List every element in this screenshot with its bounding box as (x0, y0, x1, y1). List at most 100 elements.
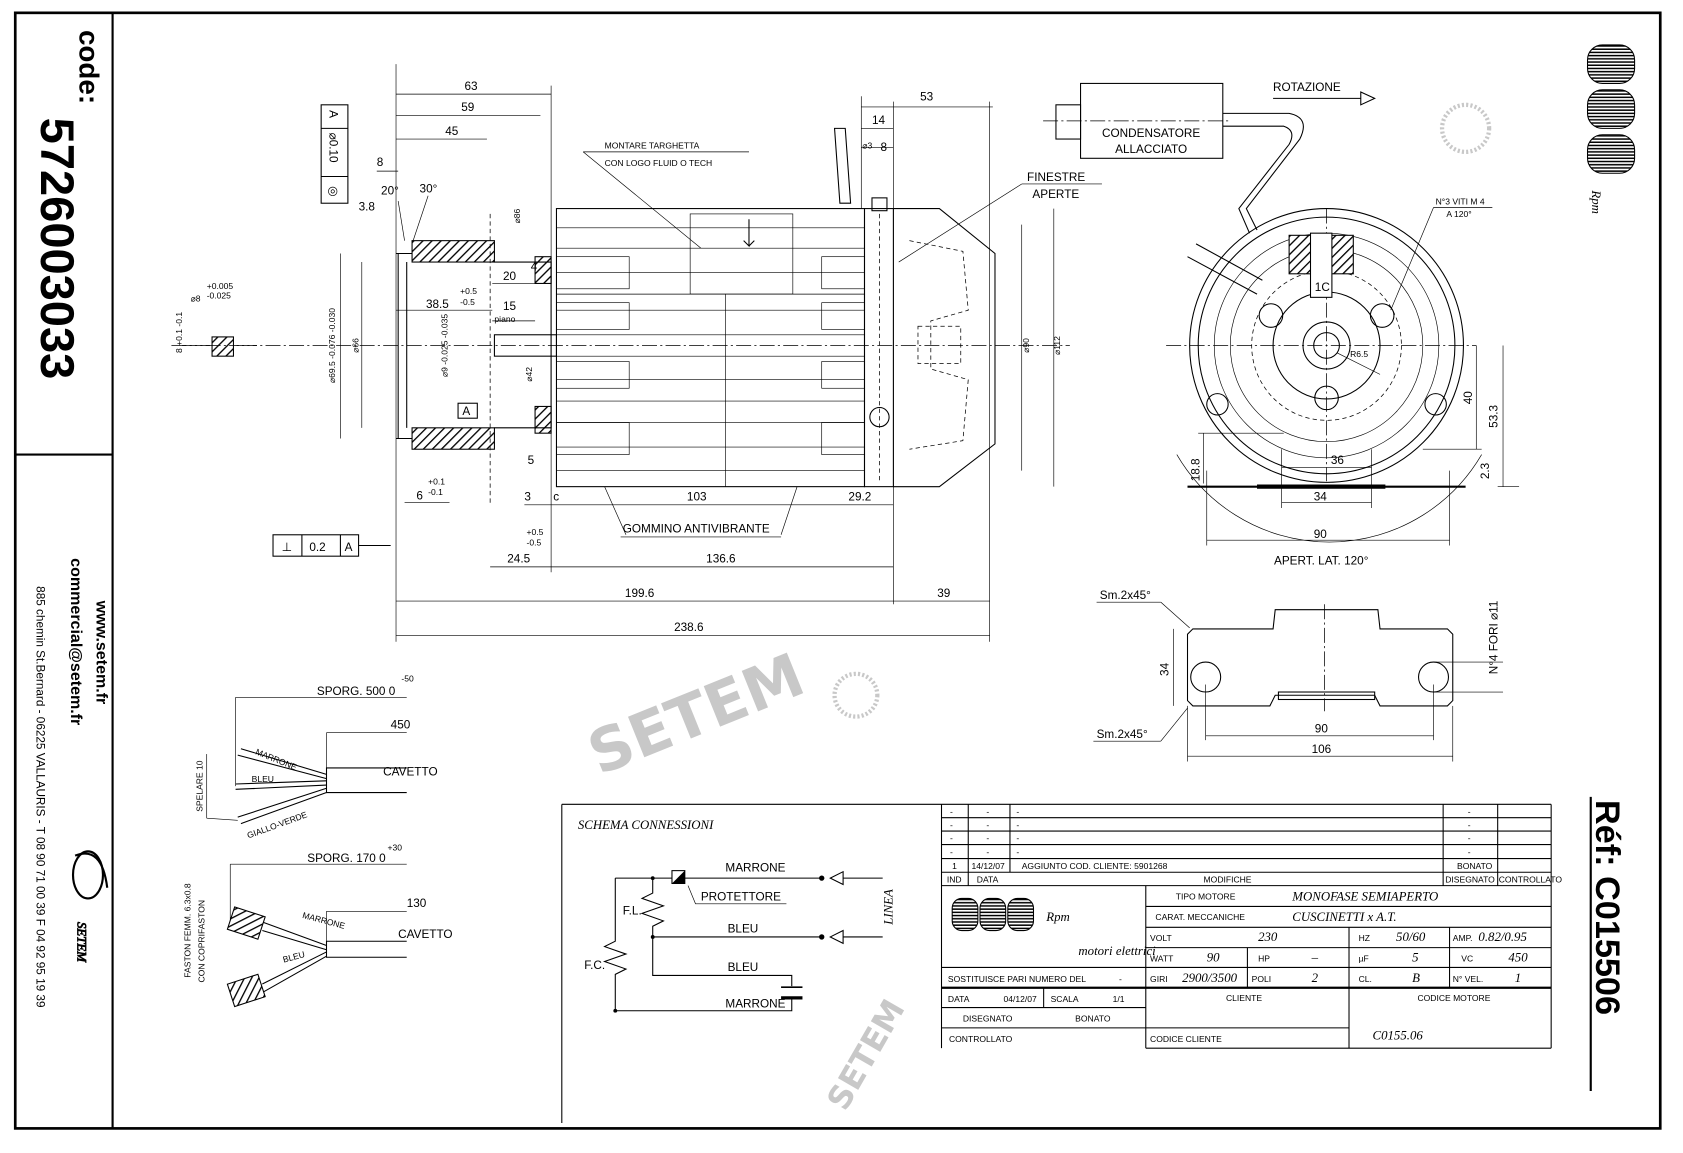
drawing-label: 2 (1312, 971, 1319, 985)
drawing-label: GOMMINO ANTIVIBRANTE (623, 523, 770, 536)
drawing-label: APERT. LAT. 120° (1274, 555, 1368, 568)
drawing-label: 8 (377, 156, 384, 169)
product-code: 5726003033 (31, 118, 84, 380)
title-block: - - - - - - - - - - - - - - - - 1 14/12/… (940, 803, 1563, 1049)
drawing-label: 38.5 (426, 298, 449, 311)
drawing-label: 0.2 (309, 541, 325, 554)
drawing-label: N°4 FORI ⌀11 (1488, 601, 1501, 675)
drawing-label: VOLT (1150, 933, 1172, 943)
rpm-logo: Rpm (1586, 44, 1636, 214)
drawing-label: 63 (464, 80, 478, 93)
drawing-label: ROTAZIONE (1273, 81, 1341, 94)
drawing-label: FASTON FEMM. 6.3x0.8 (183, 883, 193, 978)
drawing-label: 199.6 (625, 587, 655, 600)
drawing-label: 45 (445, 125, 459, 138)
drawing-label: R6.5 (1350, 349, 1368, 359)
drawing-label: 04/12/07 (1004, 994, 1038, 1004)
drawing-label: CAVETTO (398, 928, 452, 941)
drawing-label: -0.025 (207, 290, 231, 300)
drawing-label: 50/60 (1396, 930, 1426, 944)
drawing-label: -0.1 (428, 487, 443, 497)
drawing-label: CL. (1359, 974, 1372, 984)
drawing-label: - (1016, 847, 1019, 857)
drawing-label: CONTROLLATO (1499, 874, 1563, 884)
drawing-label: N° VEL. (1453, 974, 1484, 984)
drawing-label: CLIENTE (1226, 993, 1262, 1003)
left-panel: code: 5726003033 www.setem.fr commercial… (15, 12, 114, 1129)
drawing-label: MARRONE (725, 862, 785, 875)
drawing-label: Rpm (1045, 910, 1070, 924)
watermark-text: SETEM (819, 993, 912, 1117)
drawing-label: MONOFASE SEMIAPERTO (1291, 890, 1438, 904)
tolerance-frame-perpendicularity: ⊥ 0.2 A (272, 534, 391, 557)
drawing-label: N°3 VITI M 4 (1436, 196, 1485, 206)
drawing-label: MONTARE TARGHETTA (605, 141, 700, 151)
drawing-label: 106 (1312, 743, 1332, 756)
front-view: CONDENSATORE ALLACCIATO ROTAZIONE 1C R6.… (1043, 81, 1520, 568)
drawing-label: BLEU (728, 923, 759, 936)
drawing-label: ⌀69.5 -0.076 -0.030 (327, 308, 337, 383)
drawing-label: GIALLO-VERDE (246, 809, 309, 840)
drawing-label: 15 (503, 300, 517, 313)
drawing-label: 1/1 (1113, 994, 1125, 1004)
drawing-label: 5 (1412, 951, 1419, 965)
drawing-label: 1 (1515, 971, 1521, 985)
drawing-label: 3.8 (359, 201, 376, 214)
drawing-label: DATA (977, 874, 999, 884)
drawing-label: 90 (1315, 723, 1329, 736)
drawing-label: 30° (420, 183, 438, 196)
drawing-label: SPORG. 500 0 (317, 685, 396, 698)
drawing-label: MARRONE (254, 747, 299, 773)
drawing-label: 130 (407, 897, 427, 910)
wiring-top: SPORG. 500 0 -50 450 MARRONE BLEU GIALLO… (194, 673, 437, 840)
drawing-label: A 120° (1446, 209, 1471, 219)
drawing-label: 90 (1314, 528, 1328, 541)
drawing-label: CUSCINETTI x A.T. (1292, 910, 1396, 924)
drawing-label: APERTE (1032, 188, 1079, 201)
drawing-label: -0.5 (460, 297, 475, 307)
drawing-label: 14/12/07 (971, 861, 1005, 871)
drawing-label: - (986, 847, 989, 857)
drawing-label: - (1119, 974, 1122, 984)
drawing-label: 53.3 (1488, 404, 1501, 427)
drawing-label: +0.1 (428, 477, 445, 487)
drawing-label: SPELARE 10 (194, 760, 204, 812)
reference: Réf: C015506 (1588, 800, 1626, 1015)
drawing-label: 1 (952, 861, 957, 871)
drawing-label: BONATO (1457, 861, 1493, 871)
drawing-label: – (1311, 951, 1319, 965)
drawing-label: µF (1359, 954, 1369, 964)
drawing-label: ◎ (328, 185, 338, 198)
drawing-label: CODICE MOTORE (1417, 993, 1490, 1003)
drawing-label: ⌀3 (862, 141, 872, 151)
drawing-label: -50 (401, 673, 414, 683)
drawing-label: ⌀9 -0.025 -0.035 (439, 314, 449, 377)
drawing-label: 90 (1207, 951, 1220, 965)
drawing-label: CODICE CLIENTE (1150, 1034, 1222, 1044)
drawing-label: GIRI (1150, 974, 1168, 984)
drawing-label: A (462, 405, 470, 418)
drawing-label: VC (1461, 954, 1473, 964)
drawing-label: BLEU (728, 961, 759, 974)
drawing-label: 24.5 (507, 553, 530, 566)
drawing-label: ⌀42 (524, 367, 534, 382)
drawing-label: 20° (381, 185, 399, 198)
email: commercial@setem.fr (67, 558, 85, 725)
drawing-label: CONDENSATORE (1102, 127, 1200, 140)
drawing-label: ⊥ (282, 541, 292, 554)
sheet-border (13, 11, 1662, 1130)
drawing-label: 103 (687, 491, 707, 504)
drawing-label: 0.82/0.95 (1478, 930, 1527, 944)
base-plate: Sm.2x45° Sm.2x45° 34 90 106 N°4 FORI ⌀11 (1093, 589, 1504, 762)
drawing-label: - (1468, 833, 1471, 843)
drawing-label: CONTROLLATO (949, 1034, 1013, 1044)
drawing-label: HP (1258, 954, 1270, 964)
drawing-label: A (345, 541, 353, 554)
drawing-label: F.C. (584, 959, 605, 972)
drawing-label: - (950, 847, 953, 857)
wiring-bottom: SPORG. 170 0 +30 130 MARRONE BLEU CAVETT… (183, 842, 453, 1008)
drawing-label: 14 (872, 114, 886, 127)
drawing-label: - (986, 806, 989, 816)
drawing-label: - (950, 833, 953, 843)
drawing-label: DISEGNATO (963, 1013, 1013, 1023)
